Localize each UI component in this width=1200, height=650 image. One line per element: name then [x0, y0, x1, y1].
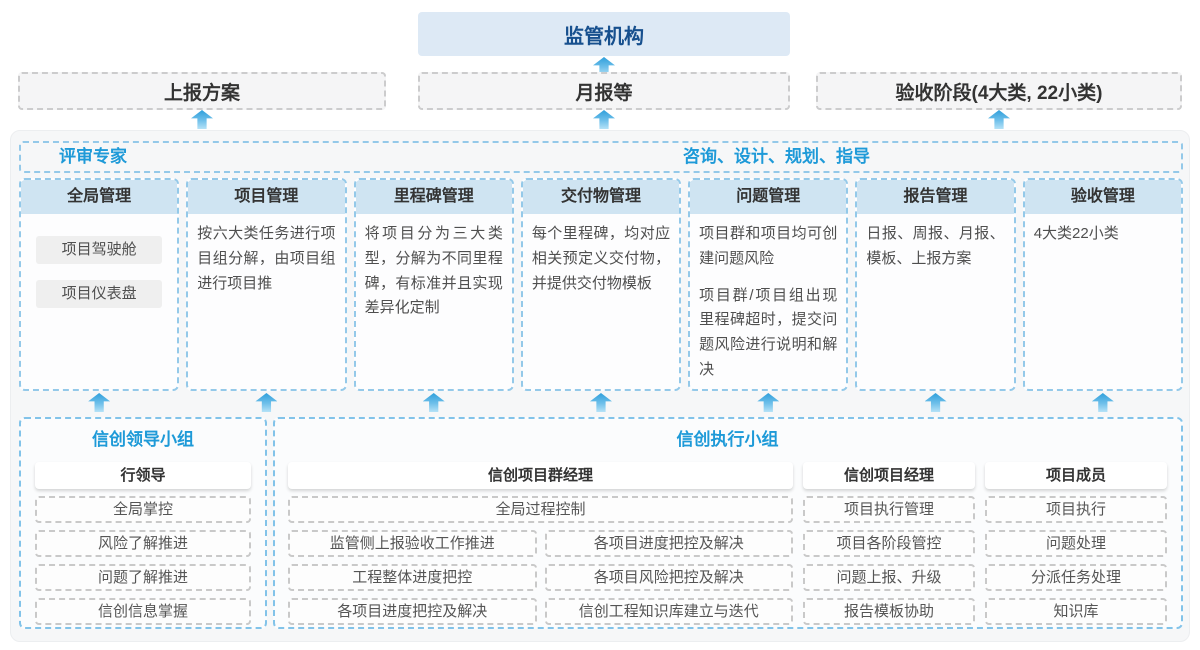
project-manager-column: 信创项目经理 项目执行管理 项目各阶段管控 问题上报、升级 报告模板协助	[803, 453, 975, 625]
project-member-column: 项目成员 项目执行 问题处理 分派任务处理 知识库	[985, 453, 1167, 625]
column-description: 日报、周报、月报、模板、上报方案	[866, 225, 1005, 267]
leadership-group: 信创领导小组 行领导 全局掌控 风险了解推进 问题了解推进 信创信息掌握	[19, 417, 267, 629]
review-experts-label: 评审专家	[59, 147, 127, 166]
program-manager-column: 信创项目群经理 全局过程控制 监管侧上报验收工作推进 工程整体进度把控 各项目进…	[288, 453, 793, 625]
list-item: 各项目进度把控及解决	[288, 598, 537, 625]
up-arrow-icon	[255, 393, 278, 412]
project-member-role: 项目成员	[985, 462, 1167, 489]
column-body: 项目驾驶舱 项目仪表盘	[21, 214, 177, 316]
up-arrow-icon	[988, 110, 1010, 129]
management-panel: 评审专家 咨询、设计、规划、指导 全局管理 项目驾驶舱 项目仪表盘 项目管理 按…	[10, 130, 1190, 642]
column-deliverable-management: 交付物管理 每个里程碑，均对应相关预定义交付物，并提供交付物模板	[520, 178, 682, 391]
report-plan-label: 上报方案	[163, 82, 240, 104]
project-cockpit-box: 项目驾驶舱	[36, 236, 163, 264]
list-item: 各项目进度把控及解决	[544, 530, 793, 557]
column-description: 项目群/项目组出现里程碑超时，提交问题风险进行说明和解决	[699, 286, 838, 378]
bank-leader-role: 行领导	[35, 462, 251, 489]
column-title: 全局管理	[21, 180, 178, 214]
execution-group-title: 信创执行小组	[676, 430, 779, 449]
program-manager-grid-right: 各项目进度把控及解决 各项目风险把控及解决 信创工程知识库建立与迭代	[544, 523, 793, 625]
list-item: 问题了解推进	[35, 564, 251, 591]
column-title: 项目管理	[188, 180, 345, 214]
list-item: 信创工程知识库建立与迭代	[544, 598, 793, 625]
up-arrow-icon	[593, 110, 615, 129]
list-item: 全局过程控制	[288, 496, 793, 523]
report-box-acceptance: 验收阶段(4大类, 22小类)	[816, 72, 1182, 110]
regulator-label: 监管机构	[564, 25, 644, 48]
regulator-box: 监管机构	[418, 12, 790, 56]
list-item: 监管侧上报验收工作推进	[288, 530, 537, 557]
report-monthly-label: 月报等	[575, 82, 633, 104]
column-title: 验收管理	[1024, 180, 1181, 214]
column-project-management: 项目管理 按六大类任务进行项目组分解，由项目组进行项目推	[186, 178, 347, 391]
up-arrow-icon	[191, 110, 213, 129]
list-item: 风险了解推进	[35, 530, 251, 557]
column-title: 报告管理	[857, 180, 1014, 214]
report-acceptance-label: 验收阶段(4大类, 22小类)	[895, 82, 1103, 104]
up-arrow-icon	[757, 393, 780, 412]
up-arrow-icon	[589, 393, 612, 412]
list-item: 全局掌控	[35, 496, 251, 523]
list-item: 各项目风险把控及解决	[544, 564, 793, 591]
experts-bar: 评审专家 咨询、设计、规划、指导	[19, 141, 1183, 173]
list-item: 项目执行管理	[803, 496, 975, 523]
project-manager-role: 信创项目经理	[803, 462, 975, 489]
column-description: 按六大类任务进行项目组分解，由项目组进行项目推	[197, 225, 336, 292]
column-title: 问题管理	[690, 180, 847, 214]
column-acceptance-management: 验收管理 4大类22小类	[1022, 178, 1183, 391]
list-item: 问题处理	[985, 530, 1167, 557]
project-dashboard-box: 项目仪表盘	[36, 280, 163, 308]
list-item: 报告模板协助	[803, 598, 975, 625]
program-manager-role: 信创项目群经理	[288, 462, 793, 489]
list-item: 工程整体进度把控	[288, 564, 537, 591]
column-milestone-management: 里程碑管理 将项目分为三大类型，分解为不同里程碑，有标准并且实现差异化定制	[353, 178, 514, 391]
execution-group: 信创执行小组 信创项目群经理 全局过程控制 监管侧上报验收工作推进 工程整体进度…	[273, 417, 1183, 629]
column-global-management: 全局管理 项目驾驶舱 项目仪表盘	[19, 178, 180, 391]
list-item: 项目各阶段管控	[803, 530, 975, 557]
list-item: 信创信息掌握	[35, 598, 251, 625]
column-description: 4大类22小类	[1033, 225, 1119, 242]
list-item: 知识库	[985, 598, 1167, 625]
leadership-group-title: 信创领导小组	[92, 430, 194, 449]
teams-row: 信创领导小组 行领导 全局掌控 风险了解推进 问题了解推进 信创信息掌握 信创执…	[19, 417, 1183, 629]
up-arrow-icon	[422, 393, 445, 412]
column-description: 将项目分为三大类型，分解为不同里程碑，有标准并且实现差异化定制	[364, 225, 503, 317]
report-box-plan: 上报方案	[18, 72, 386, 110]
consulting-label: 咨询、设计、规划、指导	[683, 147, 870, 166]
list-item: 项目执行	[985, 496, 1167, 523]
up-arrow-icon	[1091, 393, 1114, 412]
management-columns: 全局管理 项目驾驶舱 项目仪表盘 项目管理 按六大类任务进行项目组分解，由项目组…	[19, 178, 1183, 391]
column-body: 项目群和项目均可创建问题风险 项目群/项目组出现里程碑超时，提交问题风险进行说明…	[690, 214, 846, 389]
column-report-management: 报告管理 日报、周报、月报、模板、上报方案	[855, 178, 1016, 391]
list-item: 问题上报、升级	[803, 564, 975, 591]
column-description: 项目群和项目均可创建问题风险	[699, 225, 838, 267]
program-manager-grid: 监管侧上报验收工作推进 工程整体进度把控 各项目进度把控及解决 各项目进度把控及…	[288, 523, 793, 625]
up-arrow-icon	[88, 393, 111, 412]
execution-subcolumns: 信创项目群经理 全局过程控制 监管侧上报验收工作推进 工程整体进度把控 各项目进…	[288, 453, 1167, 625]
column-title: 交付物管理	[522, 180, 680, 214]
list-item: 分派任务处理	[985, 564, 1167, 591]
column-arrows-row	[19, 393, 1183, 413]
report-box-monthly: 月报等	[418, 72, 790, 110]
column-issue-management: 问题管理 项目群和项目均可创建问题风险 项目群/项目组出现里程碑超时，提交问题风…	[688, 178, 849, 391]
program-manager-grid-left: 监管侧上报验收工作推进 工程整体进度把控 各项目进度把控及解决	[288, 523, 537, 625]
column-title: 里程碑管理	[355, 180, 512, 214]
up-arrow-icon	[924, 393, 947, 412]
column-description: 每个里程碑，均对应相关预定义交付物，并提供交付物模板	[531, 225, 671, 292]
